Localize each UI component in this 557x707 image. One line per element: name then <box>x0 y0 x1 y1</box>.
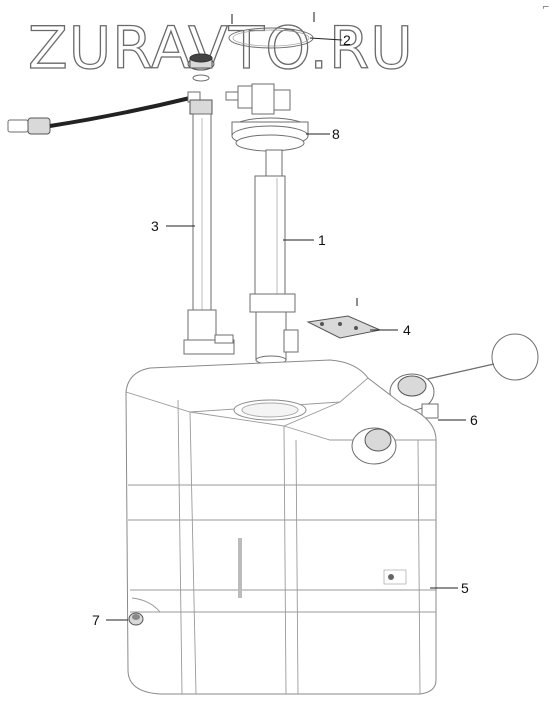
callout-5: 5 <box>461 580 469 596</box>
screws <box>231 12 315 24</box>
callout-6: 6 <box>470 412 478 428</box>
callout-4: 4 <box>403 322 411 338</box>
drain-plug <box>128 612 144 626</box>
callout-2: 2 <box>343 32 351 48</box>
tank <box>125 359 437 695</box>
filler-cap-with-lanyard <box>389 333 539 419</box>
suction-pipe <box>183 99 235 355</box>
sender-unit <box>249 149 299 365</box>
watermark-text: ZURAVTO.RU <box>28 14 414 82</box>
callout-3: 3 <box>151 218 159 234</box>
heat-shield-plate <box>306 298 382 339</box>
corner-mark: ⌐ <box>542 3 550 13</box>
pipe-cap <box>187 53 215 82</box>
callout-1: 1 <box>318 232 326 248</box>
callout-7: 7 <box>92 612 100 628</box>
callout-8: 8 <box>332 126 340 142</box>
mounting-flange <box>225 83 309 152</box>
sensor-cable <box>7 91 201 135</box>
leader-2 <box>309 37 343 41</box>
